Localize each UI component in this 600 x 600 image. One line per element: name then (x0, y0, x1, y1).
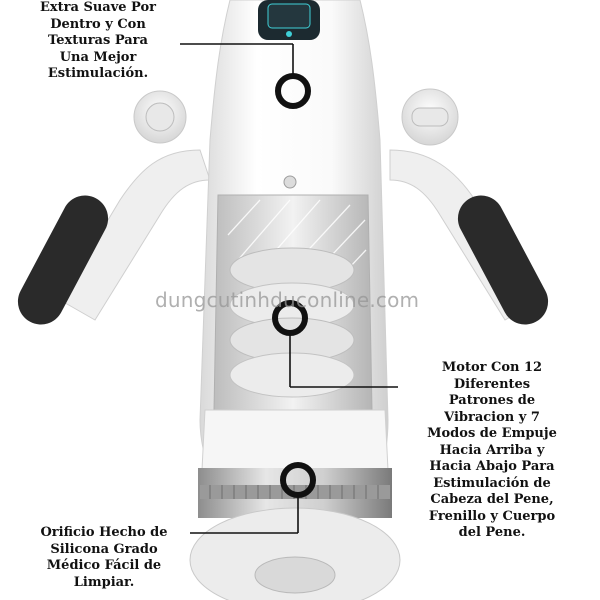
callout-line: Estimulación. (47, 66, 149, 81)
silicone-opening (189, 507, 401, 600)
right-grip (457, 195, 549, 325)
callout-line: Limpiar. (73, 574, 135, 590)
callout-line: Texturas Para (48, 33, 148, 48)
callout-line: Orificio Hecho de (40, 525, 168, 540)
callout-orifice: Orificio Hecho de Silicona Grado Médico … (14, 525, 194, 591)
marker-motor (272, 300, 398, 388)
callout-line: Patrones de (448, 393, 536, 408)
callout-line: Frenillo y Cuerpo (428, 508, 556, 524)
callout-line: Motor Con 12 (441, 360, 543, 375)
watermark: dungcutinhduconline.com (155, 288, 420, 312)
left-arm (17, 90, 211, 325)
callout-line: del Pene. (458, 525, 526, 540)
callout-line: Estimulación de (433, 475, 551, 491)
callout-line: Cabeza del Pene, (430, 492, 554, 507)
callout-motor: Motor Con 12 Diferentes Patrones de Vibr… (388, 360, 596, 542)
callout-line: Hacia Abajo Para (429, 459, 555, 474)
callout-line: Diferentes (453, 376, 531, 392)
callout-line: Extra Suave Por (39, 0, 157, 15)
right-arm (389, 88, 549, 325)
callout-line: Silicona Grado (50, 541, 158, 557)
left-grip (17, 195, 109, 325)
callout-inner-texture: Extra Suave Por Dentro y Con Texturas Pa… (18, 0, 178, 83)
sensor-dot (283, 175, 297, 189)
callout-line: Médico Fácil de (46, 558, 162, 573)
callout-line: Vibracion y 7 (444, 409, 540, 425)
power-icon (286, 31, 292, 37)
lower-collar (201, 409, 389, 471)
marker-texture (180, 43, 311, 109)
callout-line: Una Mejor (59, 49, 137, 65)
callout-line: Dentro y Con (50, 16, 146, 32)
callout-line: Hacia Arriba y (439, 442, 545, 458)
callout-line: Modos de Empuje (427, 426, 557, 441)
marker-orifice (190, 462, 316, 534)
